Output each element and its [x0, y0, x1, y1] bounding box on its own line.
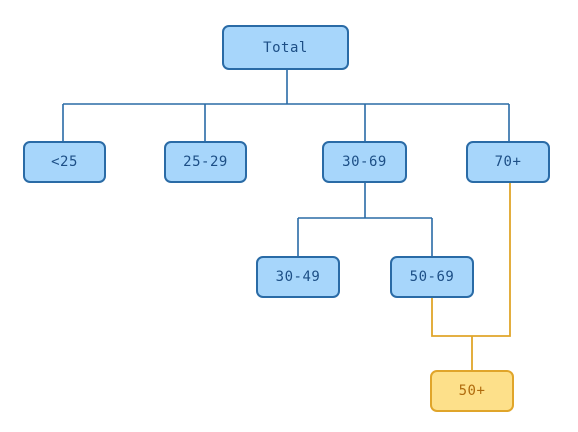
- edge-total-children: [62, 70, 510, 141]
- node-70-plus-label: 70+: [494, 154, 522, 170]
- node-30-69[interactable]: 30-69: [322, 141, 407, 183]
- node-50-plus-label: 50+: [458, 383, 486, 399]
- node-25-29-label: 25-29: [183, 154, 228, 170]
- edge-to-50-plus: [431, 183, 511, 370]
- node-25-29[interactable]: 25-29: [164, 141, 247, 183]
- node-50-plus[interactable]: 50+: [430, 370, 514, 412]
- node-under-25-label: <25: [51, 154, 78, 170]
- edge-30-69-children: [297, 183, 433, 256]
- node-30-49-label: 30-49: [275, 269, 321, 285]
- node-total[interactable]: Total: [222, 25, 349, 70]
- node-70-plus[interactable]: 70+: [466, 141, 550, 183]
- node-total-label: Total: [263, 39, 308, 56]
- node-50-69[interactable]: 50-69: [390, 256, 474, 298]
- node-under-25[interactable]: <25: [23, 141, 106, 183]
- node-30-49[interactable]: 30-49: [256, 256, 340, 298]
- node-50-69-label: 50-69: [409, 269, 455, 285]
- node-30-69-label: 30-69: [342, 154, 387, 170]
